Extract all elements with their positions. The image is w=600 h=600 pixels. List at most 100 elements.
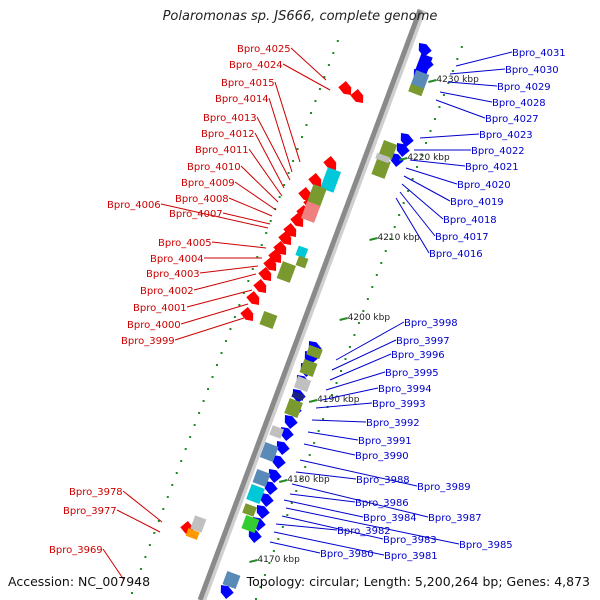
gc-dot-right — [366, 298, 369, 300]
reverse-gene-label: Bpro_3994 — [378, 384, 432, 395]
reverse-label-leader — [273, 531, 385, 556]
forward-gene-label: Bpro_3999 — [121, 336, 175, 347]
reverse-gene-arrow — [418, 43, 432, 57]
reverse-gene-block — [293, 375, 312, 393]
gc-dot-left — [130, 592, 133, 594]
gc-dot-right — [425, 142, 428, 144]
forward-label-leader — [234, 181, 277, 211]
forward-gene-block — [295, 255, 309, 269]
gc-dot-left — [318, 88, 321, 90]
gc-dot-right — [380, 262, 383, 264]
reverse-gene-block — [306, 344, 323, 360]
reverse-gene-block — [371, 157, 391, 179]
gc-dot-right — [295, 490, 298, 492]
scale-tick-mark — [428, 79, 437, 83]
gc-dot-right — [331, 394, 334, 396]
gc-dot-right — [340, 370, 342, 372]
reverse-gene-label: Bpro_3988 — [356, 475, 410, 486]
reverse-gene-arrow — [400, 133, 414, 147]
gc-dot-right — [384, 250, 387, 252]
gc-dot-left — [202, 400, 205, 402]
forward-gene-block — [185, 528, 200, 540]
gc-dots — [130, 40, 463, 600]
reverse-gene-block — [375, 152, 391, 164]
reverse-label-leader — [405, 167, 458, 185]
reverse-gene-label: Bpro_4029 — [497, 82, 551, 93]
gc-dot-right — [348, 346, 351, 348]
reverse-gene-label: Bpro_3982 — [337, 526, 391, 537]
scale-tick-label: 4230 kbp — [436, 75, 479, 85]
scale-tick-mark — [249, 559, 258, 563]
reverse-gene-label: Bpro_4023 — [479, 130, 533, 141]
gc-dot-left — [314, 100, 317, 102]
reverse-gene-label: Bpro_4030 — [505, 65, 559, 76]
gc-dot-right — [375, 274, 378, 276]
scale-tick-label: 4180 kbp — [287, 475, 330, 485]
forward-label-leader — [254, 132, 285, 189]
gc-dot-left — [251, 268, 254, 270]
forward-label-leader — [174, 317, 245, 341]
gc-dot-right — [433, 118, 436, 120]
gc-dot-right — [456, 58, 459, 60]
reverse-gene-label: Bpro_3996 — [391, 350, 445, 361]
forward-label-leader — [193, 273, 257, 291]
gc-dot-left — [184, 448, 187, 450]
forward-gene-block — [190, 515, 207, 533]
forward-gene-label: Bpro_4014 — [215, 94, 269, 105]
scale-tick-label: 4200 kbp — [348, 313, 391, 323]
reverse-label-leader — [299, 459, 418, 487]
gc-dot-left — [180, 460, 183, 462]
reverse-gene-label: Bpro_4018 — [443, 215, 497, 226]
gc-dot-right — [259, 586, 262, 588]
gc-dot-right — [308, 454, 311, 456]
reverse-label-leader — [325, 371, 386, 391]
reverse-gene-label: Bpro_4022 — [471, 146, 525, 157]
gc-dot-left — [327, 64, 330, 66]
forward-gene-arrow — [240, 307, 254, 321]
forward-gene-block — [320, 167, 342, 193]
gc-dot-right — [411, 178, 414, 180]
forward-label-leader — [186, 289, 253, 308]
forward-gene-label: Bpro_4001 — [133, 303, 187, 314]
gc-dot-left — [193, 424, 196, 426]
forward-label-leader — [102, 548, 125, 581]
forward-label-leader — [240, 165, 279, 203]
forward-gene-label: Bpro_4009 — [181, 178, 235, 189]
gc-dot-left — [153, 532, 156, 534]
gc-dot-right — [447, 82, 450, 84]
forward-gene-arrow — [273, 241, 287, 255]
gc-dot-left — [175, 472, 178, 474]
map-title: Polaromonas sp. JS666, complete genome — [162, 9, 438, 24]
reverse-gene-arrow — [256, 505, 270, 519]
gc-dot-left — [323, 76, 326, 78]
forward-gene-arrow — [323, 156, 337, 170]
gc-dot-right — [393, 226, 396, 228]
gc-dot-right — [353, 334, 356, 336]
forward-gene-label: Bpro_4000 — [127, 320, 181, 331]
gc-dot-right — [317, 430, 320, 432]
gc-dot-left — [166, 496, 169, 498]
gc-dot-left — [265, 232, 268, 234]
forward-gene-arrow — [278, 231, 292, 245]
gc-dot-right — [322, 418, 325, 420]
gc-dot-left — [287, 172, 290, 174]
label-leader-lines — [102, 47, 513, 581]
reverse-gene-arrow — [248, 529, 262, 543]
forward-gene-arrow — [290, 213, 304, 227]
reverse-gene-label: Bpro_3991 — [358, 436, 412, 447]
reverse-gene-arrow — [396, 143, 410, 157]
gene-labels: Bpro_4025Bpro_4024Bpro_4015Bpro_4014Bpro… — [49, 44, 566, 562]
forward-label-leader — [199, 265, 259, 274]
reverse-label-leader — [307, 431, 359, 441]
reverse-gene-block — [291, 391, 305, 401]
forward-gene-label: Bpro_4011 — [195, 145, 249, 156]
gene-features — [180, 43, 434, 599]
scale-tick-mark — [399, 157, 408, 161]
reverse-label-leader — [447, 81, 498, 87]
reverse-gene-arrow — [390, 153, 404, 167]
reverse-label-leader — [329, 353, 392, 381]
reverse-gene-label: Bpro_4019 — [450, 197, 504, 208]
gc-dot-right — [263, 574, 266, 576]
forward-gene-arrow — [298, 187, 312, 201]
